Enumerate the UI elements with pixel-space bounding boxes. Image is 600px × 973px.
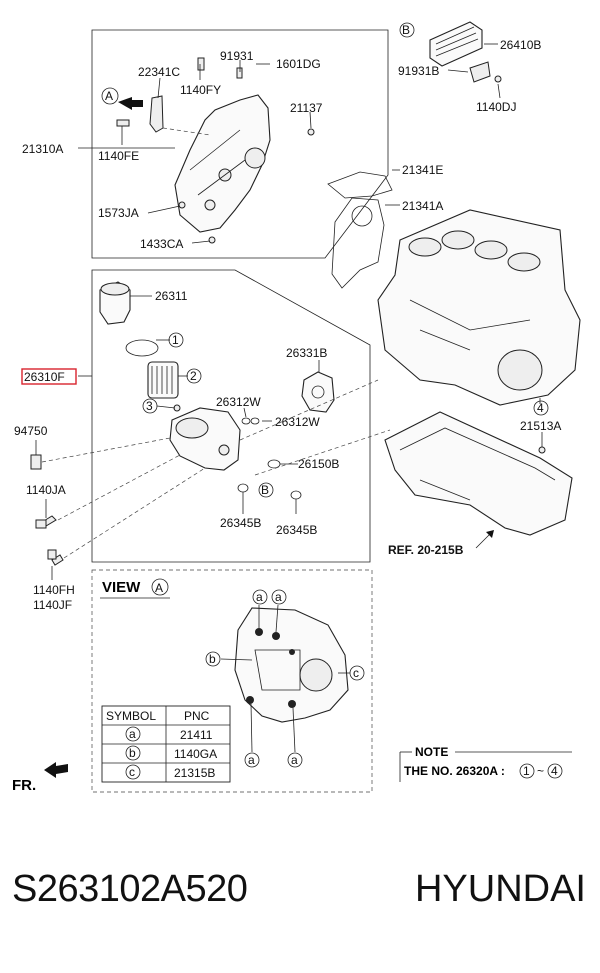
- table-row-1-pnc: 1140GA: [174, 747, 217, 761]
- label-26310F: 26310F: [24, 370, 65, 384]
- note-circle-4: 4: [551, 764, 558, 778]
- symbol-c: c: [353, 666, 359, 680]
- front-arrow-icon: [44, 762, 68, 778]
- engine-block: [377, 209, 581, 406]
- symbol-a-2: a: [275, 590, 282, 604]
- highlight-26310F: [21, 368, 77, 385]
- label-94750: 94750: [14, 424, 48, 438]
- view-arrow: [118, 97, 143, 110]
- symbol-pnc-table: SYMBOL PNC a 21411 b 1140GA c 21315B: [101, 705, 231, 783]
- label-26345B-2: 26345B: [276, 523, 317, 537]
- note-box: NOTE THE NO. 26320A : 1 ~ 4: [399, 745, 572, 782]
- label-1140DJ: 1140DJ: [476, 100, 516, 114]
- label-21341E: 21341E: [402, 163, 443, 177]
- circle-1: 1: [172, 333, 179, 347]
- view-a-box: [91, 569, 373, 793]
- table-header-pnc: PNC: [184, 709, 210, 723]
- label-1433CA: 1433CA: [140, 237, 183, 251]
- label-22341C: 22341C: [138, 65, 180, 79]
- filter-cap-26311: [99, 281, 131, 325]
- note-text: THE NO. 26320A :: [404, 764, 505, 778]
- label-21310A: 21310A: [22, 142, 63, 156]
- label-26311: 26311: [155, 289, 188, 303]
- bracket-22341C: [149, 95, 164, 133]
- symbol-b: b: [209, 652, 216, 666]
- symbol-a-1: a: [256, 590, 263, 604]
- view-a-cover: [234, 607, 349, 723]
- label-1140FE: 1140FE: [98, 149, 139, 163]
- o-ring-1: [125, 339, 159, 357]
- label-21513A: 21513A: [520, 419, 561, 433]
- label-21341A: 21341A: [402, 199, 443, 213]
- label-26345B-1: 26345B: [220, 516, 261, 530]
- brand-name: HYUNDAI: [414, 868, 586, 910]
- timing-cover-box: [91, 29, 389, 259]
- label-1573JA: 1573JA: [98, 206, 139, 220]
- table-row-1-symbol: b: [129, 746, 136, 760]
- label-1140FY: 1140FY: [180, 83, 221, 97]
- gasket-21341A: [331, 197, 385, 289]
- symbol-a-3: a: [248, 753, 255, 767]
- label-21137: 21137: [290, 101, 323, 115]
- table-row-2-symbol: c: [129, 765, 135, 779]
- oil-cooler-26410B: [429, 21, 483, 67]
- filter-housing: [169, 407, 241, 471]
- label-26410B: 26410B: [500, 38, 541, 52]
- label-1140JA: 1140JA: [26, 483, 66, 497]
- oil-pan: [384, 411, 573, 536]
- label-1601DG: 1601DG: [276, 57, 321, 71]
- gasket-21341E: [327, 171, 393, 199]
- note-circle-1: 1: [523, 764, 530, 778]
- label-1140FH: 1140FH: [33, 583, 75, 597]
- circle-A-arrow: A: [105, 89, 113, 103]
- label-26331B: 26331B: [286, 346, 327, 360]
- label-ref: REF. 20-215B: [388, 543, 464, 557]
- table-row-2-pnc: 21315B: [174, 766, 215, 780]
- label-26150B: 26150B: [298, 457, 339, 471]
- label-91931B: 91931B: [398, 64, 439, 78]
- note-title: NOTE: [415, 745, 448, 759]
- circle-B-mid: B: [261, 483, 269, 497]
- footer: S263102A520 HYUNDAI: [0, 868, 600, 938]
- timing-cover-part: [174, 94, 271, 233]
- gasket-26331B: [301, 371, 335, 413]
- label-1140JF: 1140JF: [33, 598, 72, 612]
- circle-2: 2: [190, 369, 197, 383]
- table-row-0-symbol: a: [129, 727, 136, 741]
- symbol-a-4: a: [291, 753, 298, 767]
- note-tilde: ~: [537, 764, 544, 778]
- circle-3: 3: [146, 399, 153, 413]
- circle-B-top: B: [402, 23, 410, 37]
- part-number: S263102A520: [12, 868, 248, 910]
- table-header-symbol: SYMBOL: [106, 709, 156, 723]
- view-title: VIEW: [102, 579, 141, 596]
- parts-diagram: 22341C 91931 1601DG 1140FY 21137 21310A …: [12, 21, 581, 794]
- circle-4: 4: [537, 401, 544, 415]
- table-row-0-pnc: 21411: [180, 728, 213, 742]
- label-91931: 91931: [220, 49, 254, 63]
- label-26312W-2: 26312W: [275, 415, 320, 429]
- label-26312W-1: 26312W: [216, 395, 261, 409]
- view-circle-A: A: [155, 581, 163, 595]
- filter-element-2: [147, 361, 179, 399]
- oil-filter-box: [91, 269, 371, 563]
- front-label: FR.: [12, 777, 36, 794]
